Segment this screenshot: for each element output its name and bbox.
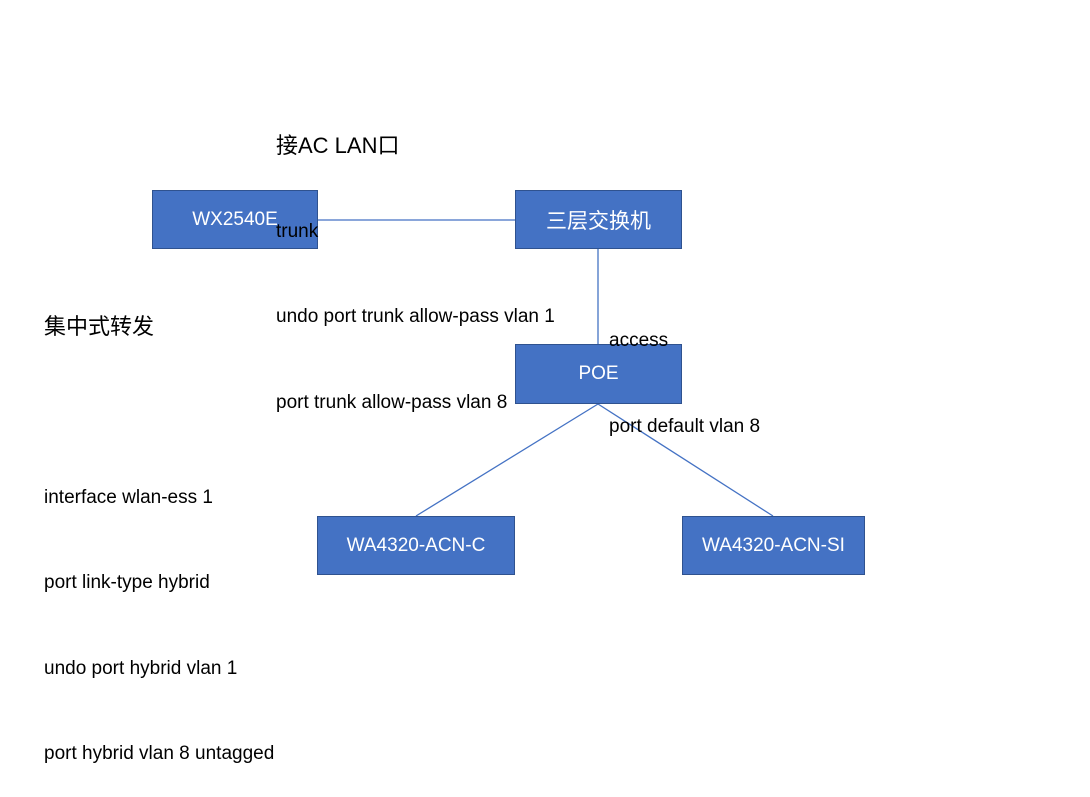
- links-layer: [318, 219, 774, 517]
- note-central-forwarding-config: 集中式转发 interface wlan-ess 1 port link-typ…: [44, 256, 274, 797]
- note-line: interface wlan-ess 1: [44, 486, 213, 508]
- node-poe-switch[interactable]: POE: [515, 344, 682, 404]
- note-title: 接AC LAN口: [276, 133, 400, 158]
- node-ac-wx2540e[interactable]: WX2540E: [152, 190, 318, 249]
- node-ap-acn-c[interactable]: WA4320-ACN-C: [317, 516, 515, 575]
- node-label: POE: [578, 363, 619, 384]
- note-ac-lan-config: 接AC LAN口 trunk undo port trunk allow-pas…: [276, 75, 555, 446]
- note-line: port default vlan 8: [609, 415, 761, 437]
- node-label: WA4320-ACN-C: [346, 534, 486, 556]
- note-title: 集中式转发: [44, 314, 155, 339]
- node-label: WA4320-ACN-SI: [702, 534, 845, 556]
- node-label: 三层交换机: [546, 209, 651, 233]
- node-label: WX2540E: [192, 208, 278, 230]
- note-line: undo port hybrid vlan 1: [44, 657, 238, 679]
- node-l3-switch[interactable]: 三层交换机: [515, 190, 682, 249]
- link-poe-ap2: [597, 403, 774, 517]
- note-line: undo port trunk allow-pass vlan 1: [276, 306, 555, 327]
- link-poe-ap1: [415, 403, 599, 517]
- note-line: port hybrid vlan 8 untagged: [44, 743, 275, 764]
- note-line: access: [609, 330, 669, 351]
- node-ap-acn-si[interactable]: WA4320-ACN-SI: [682, 516, 865, 575]
- note-access-port-config: access port default vlan 8: [609, 270, 760, 470]
- note-line: port trunk allow-pass vlan 8: [276, 391, 508, 413]
- note-line: trunk: [276, 220, 319, 242]
- note-line: port link-type hybrid: [44, 572, 210, 593]
